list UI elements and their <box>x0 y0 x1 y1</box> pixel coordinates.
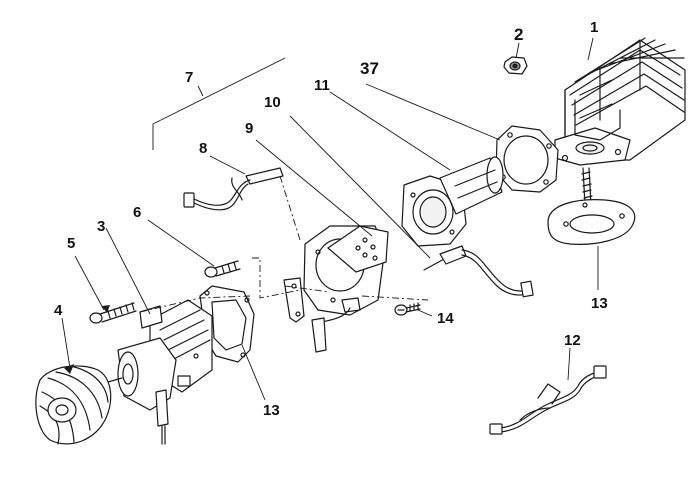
sensor-part <box>183 167 284 211</box>
wiring-harness-part <box>489 365 607 435</box>
bracket-part <box>283 277 305 323</box>
callout-8: 8 <box>199 140 208 157</box>
callout-12: 12 <box>564 332 581 349</box>
callout-5: 5 <box>67 235 76 252</box>
callout-7: 7 <box>185 69 194 86</box>
leader-lines <box>61 37 599 401</box>
assembly-centerlines <box>139 175 429 313</box>
screw-6-part <box>204 260 241 278</box>
callout-13-right: 13 <box>591 295 608 312</box>
combustion-tube-part <box>401 156 504 247</box>
screw-14-part <box>394 302 421 316</box>
callout-4: 4 <box>54 302 63 319</box>
callout-11: 11 <box>314 77 330 94</box>
leader-arrowheads <box>64 305 110 374</box>
stud-part <box>581 167 593 206</box>
gasket-plate-right-part <box>547 199 636 245</box>
callout-1: 1 <box>590 19 599 36</box>
callout-13-left: 13 <box>263 402 280 419</box>
callout-10: 10 <box>264 94 281 111</box>
heat-exchanger-part <box>554 37 686 166</box>
group-bracket-7 <box>152 57 286 150</box>
callout-37: 37 <box>360 59 379 78</box>
callout-9: 9 <box>245 120 254 137</box>
glow-plug-part <box>423 245 534 298</box>
callout-6: 6 <box>133 204 142 221</box>
blower-motor-part <box>107 299 213 445</box>
nut-part <box>503 56 528 75</box>
callout-3: 3 <box>97 218 106 235</box>
burner-plate-part <box>303 225 389 353</box>
screw-5-part <box>89 302 137 324</box>
impeller-part <box>35 365 112 445</box>
gasket-part <box>495 125 559 193</box>
callout-2: 2 <box>514 25 524 44</box>
callout-14: 14 <box>437 310 454 327</box>
